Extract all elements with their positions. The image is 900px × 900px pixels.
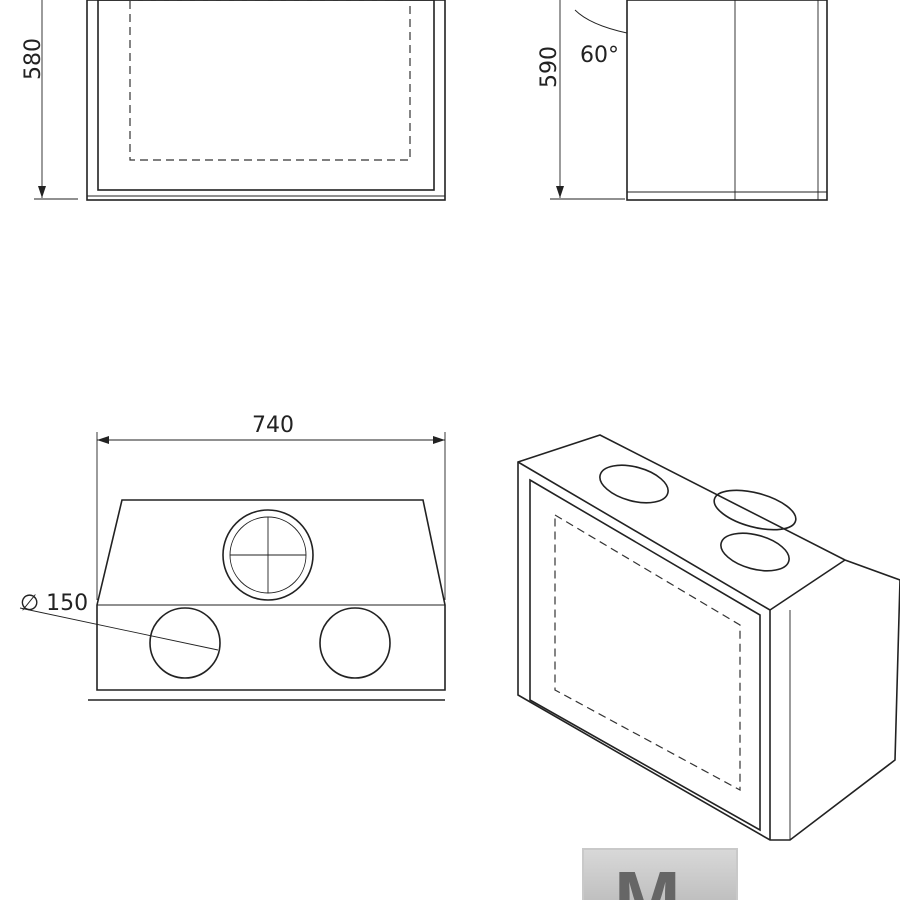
door-angle-label: 60° [580, 43, 619, 68]
side-height-label: 590 [537, 46, 562, 88]
flue-diameter-label: ∅ 150 [20, 591, 88, 616]
side-view: 590 60° [537, 0, 828, 201]
top-width-label: 740 [252, 413, 294, 438]
front-view: 580 [21, 0, 446, 201]
logo-letter: M [614, 855, 681, 900]
top-view: 740 ∅ 150 [19, 413, 446, 701]
brand-logo: M [582, 848, 738, 900]
isometric-view [517, 434, 900, 841]
front-height-label: 580 [21, 38, 46, 80]
